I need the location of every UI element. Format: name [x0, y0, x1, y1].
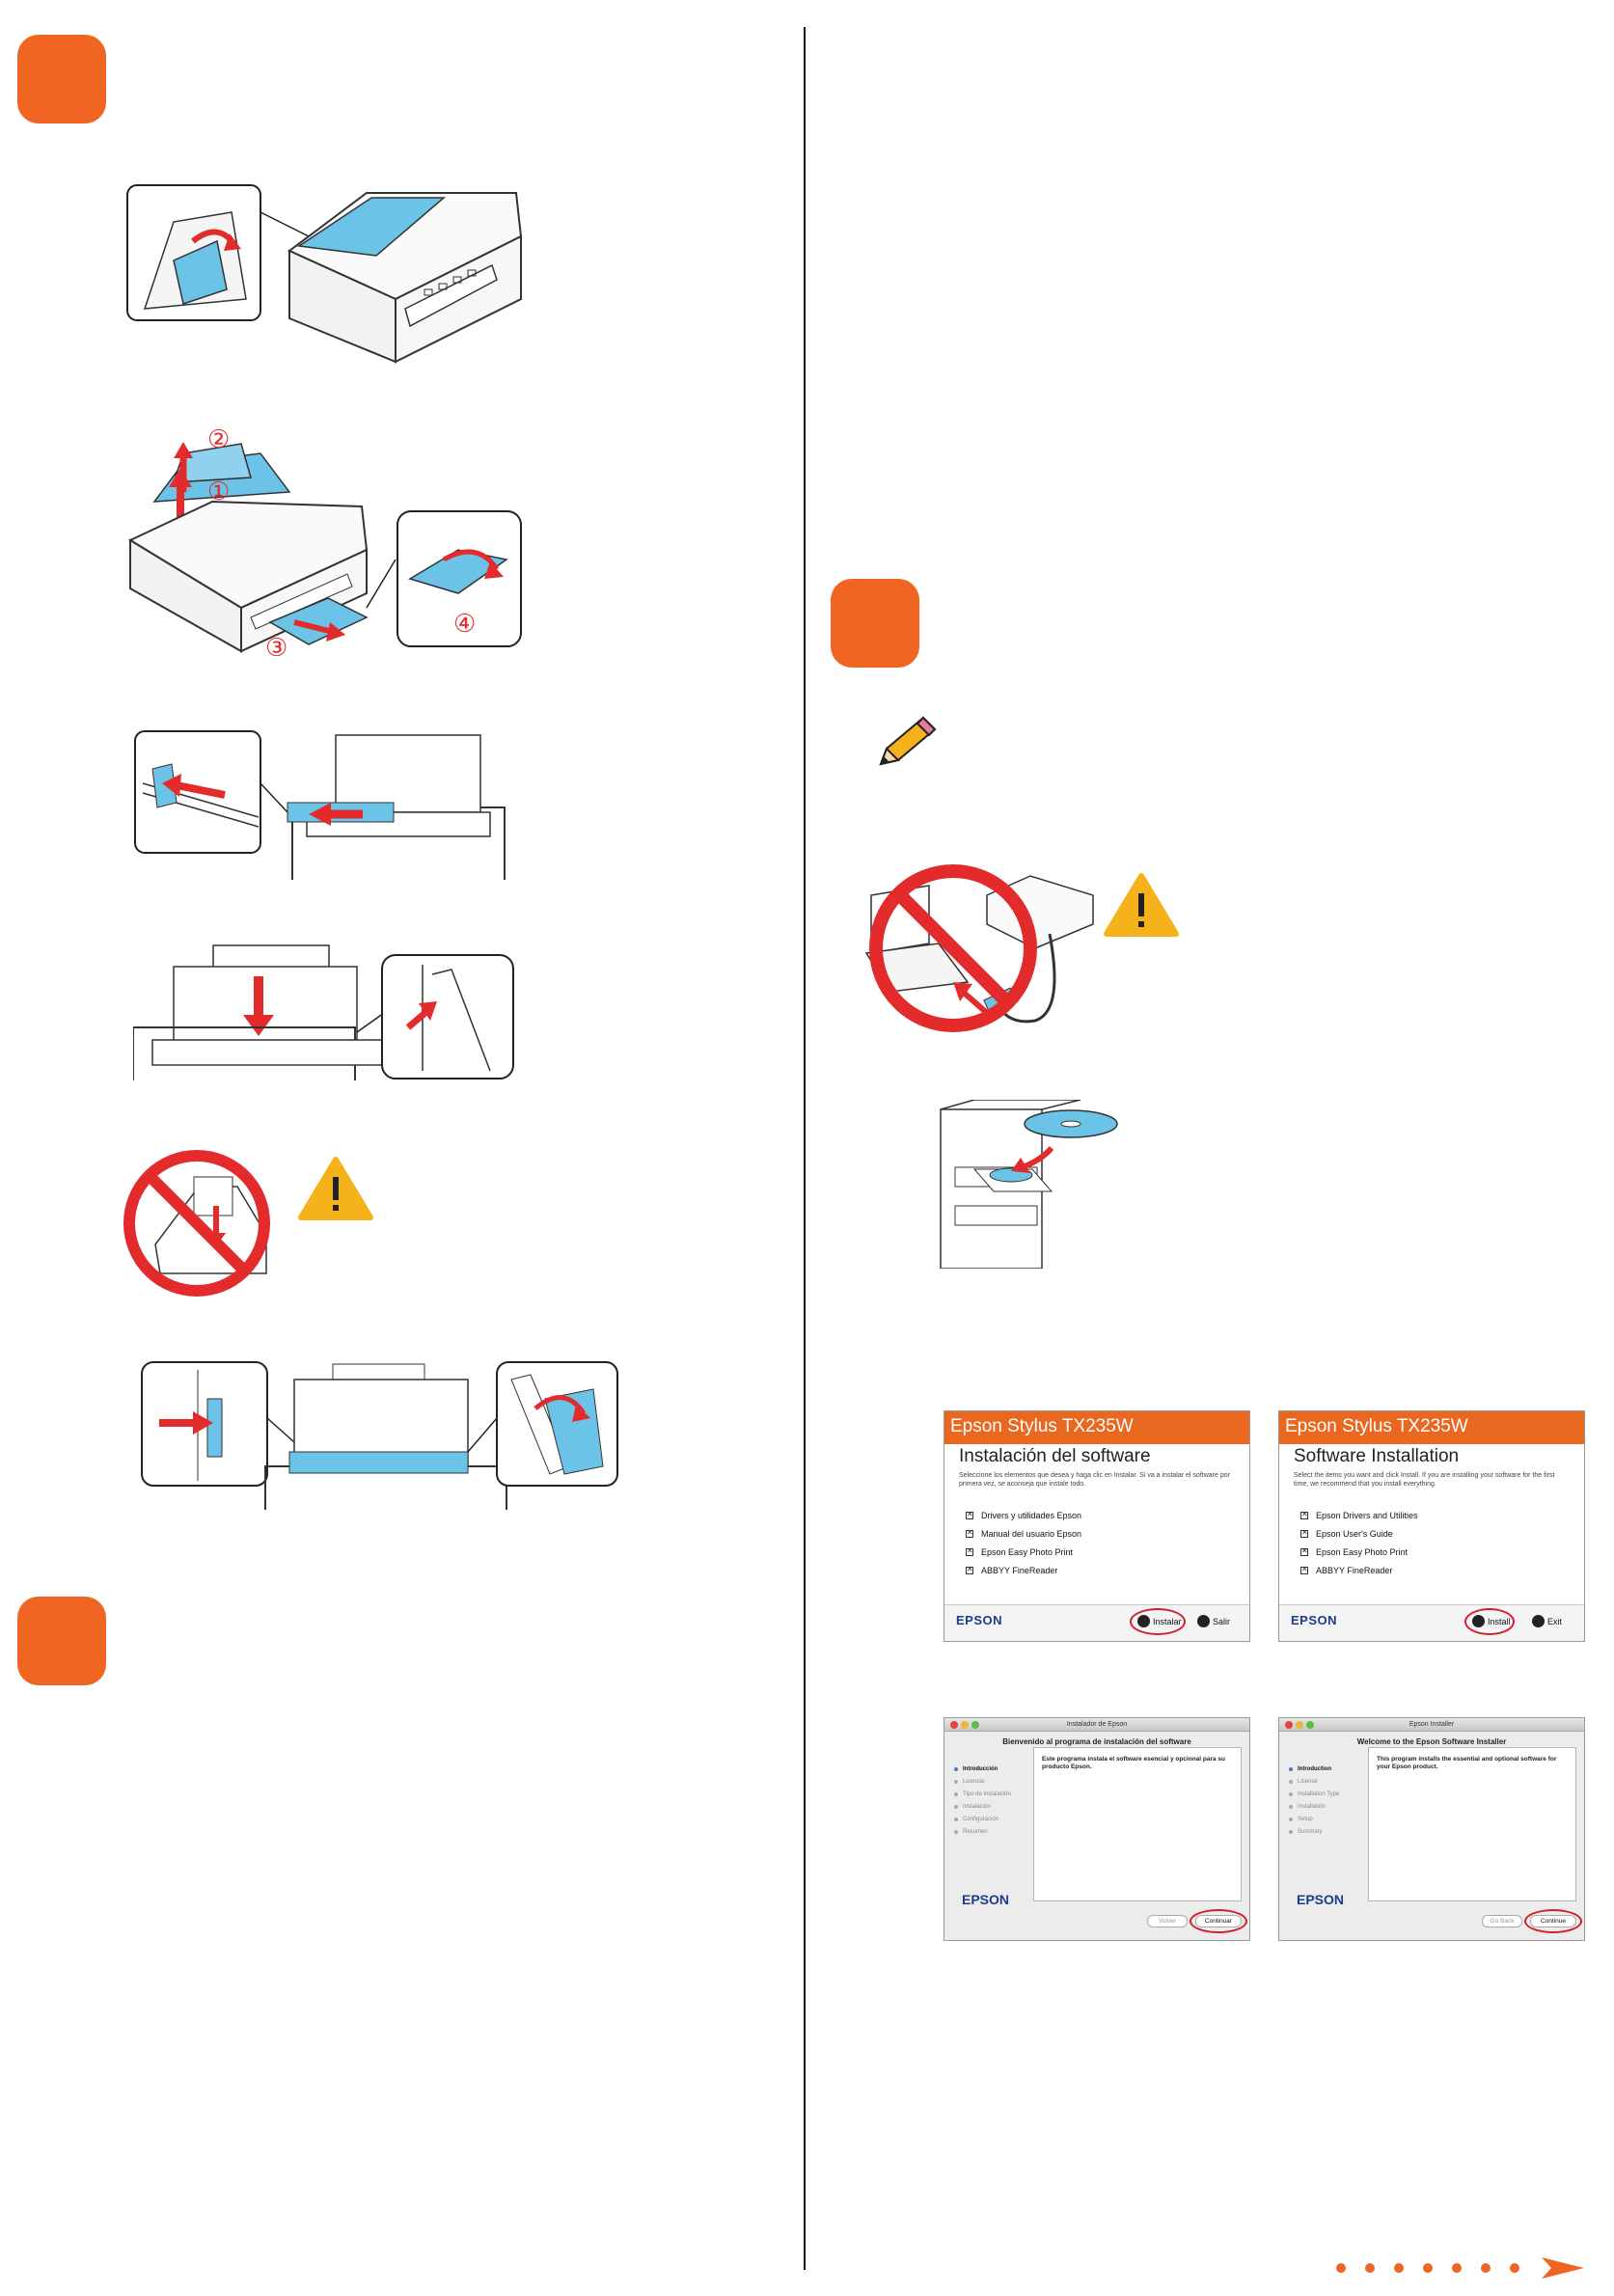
- exit-button[interactable]: Salir: [1197, 1615, 1230, 1627]
- highlight-ring: [1130, 1608, 1186, 1635]
- highlight-ring: [1524, 1909, 1582, 1933]
- option-item[interactable]: Epson Easy Photo Print: [1300, 1543, 1584, 1561]
- epson-logo: EPSON: [1297, 1892, 1345, 1907]
- checkbox-icon[interactable]: [1300, 1565, 1308, 1574]
- screen-title: Software Installation: [1294, 1446, 1460, 1466]
- installer-steps: Introducción Licencia Tipo de instalació…: [954, 1763, 1031, 1838]
- exit-icon: [1197, 1615, 1210, 1627]
- window-title: Epson Stylus TX235W: [1279, 1411, 1584, 1444]
- checkbox-icon[interactable]: [1300, 1546, 1308, 1556]
- installer-body: Este programa instala el software esenci…: [1033, 1747, 1242, 1901]
- highlight-ring: [1464, 1608, 1515, 1635]
- step-item: Installation Type: [1289, 1788, 1366, 1800]
- epson-logo: EPSON: [962, 1892, 1010, 1907]
- highlight-ring: [1190, 1909, 1247, 1933]
- step-item: Setup: [1289, 1813, 1366, 1825]
- close-icon[interactable]: [1285, 1721, 1293, 1729]
- installer-steps: Introduction License Installation Type I…: [1289, 1763, 1366, 1838]
- window-title: Instalador de Epson: [1066, 1721, 1128, 1728]
- epson-logo: EPSON: [956, 1613, 1003, 1627]
- printer-open-cover-illustration: [126, 184, 523, 364]
- continue-arrow-icon: [1336, 2257, 1584, 2279]
- marker-3: ③: [265, 633, 287, 656]
- screen-spanish-installation: Epson Stylus TX235W Instalación del soft…: [944, 1410, 1250, 1642]
- screen-title: Instalación del software: [959, 1446, 1151, 1466]
- screen-description: Select the items you want and click Inst…: [1294, 1472, 1555, 1488]
- step-badge-1: [17, 35, 106, 123]
- step-badge-2: [831, 579, 919, 668]
- pencil-note-icon: [879, 716, 937, 766]
- paper-support-illustration: ② ① ③ ④: [127, 424, 522, 656]
- zoom-icon[interactable]: [1306, 1721, 1314, 1729]
- checkbox-icon[interactable]: [1300, 1510, 1308, 1519]
- step-item: Resumen: [954, 1825, 1031, 1838]
- screen-mac-english-installer: Epson Installer Welcome to the Epson Sof…: [1278, 1717, 1585, 1941]
- checkbox-icon[interactable]: [1300, 1528, 1308, 1538]
- step-item: License: [1289, 1775, 1366, 1788]
- column-divider: [804, 27, 806, 2270]
- edge-guide-illustration: [134, 730, 517, 880]
- step-item: Summary: [1289, 1825, 1366, 1838]
- option-item[interactable]: Epson Drivers and Utilities: [1300, 1506, 1584, 1524]
- load-paper-illustration: [133, 944, 514, 1080]
- option-item[interactable]: Epson User's Guide: [1300, 1524, 1584, 1543]
- checkbox-icon[interactable]: [966, 1546, 973, 1556]
- option-item[interactable]: ABBYY FineReader: [966, 1561, 1249, 1579]
- screen-mac-spanish-installer: Instalador de Epson Bienvenido al progra…: [944, 1717, 1250, 1941]
- marker-4: ④: [453, 609, 476, 638]
- minimize-icon[interactable]: [1296, 1721, 1303, 1729]
- option-item[interactable]: Drivers y utilidades Epson: [966, 1506, 1249, 1524]
- step-badge-3: [17, 1597, 106, 1685]
- checkbox-icon[interactable]: [966, 1565, 973, 1574]
- installer-body: This program installs the essential and …: [1368, 1747, 1576, 1901]
- step-item: Licencia: [954, 1775, 1031, 1788]
- minimize-icon[interactable]: [961, 1721, 969, 1729]
- step-item: Introducción: [954, 1763, 1031, 1775]
- zoom-icon[interactable]: [971, 1721, 979, 1729]
- screen-description: Seleccione los elementos que desea y hag…: [959, 1472, 1230, 1488]
- marker-1: ①: [207, 477, 230, 506]
- checkbox-icon[interactable]: [966, 1510, 973, 1519]
- close-icon[interactable]: [950, 1721, 958, 1729]
- step-item: Installation: [1289, 1800, 1366, 1813]
- adjust-edge-guide-illustration: [141, 1361, 618, 1510]
- step-item: Tipo de instalación: [954, 1788, 1031, 1800]
- marker-2: ②: [207, 424, 230, 453]
- insert-cd-illustration: [940, 1100, 1118, 1269]
- window-title: Epson Installer: [1409, 1721, 1455, 1728]
- option-item[interactable]: Manual del usuario Epson: [966, 1524, 1249, 1543]
- screen-english-installation: Epson Stylus TX235W Software Installatio…: [1278, 1410, 1585, 1642]
- option-item[interactable]: ABBYY FineReader: [1300, 1561, 1584, 1579]
- screen-footer: EPSON Install Exit: [1279, 1604, 1584, 1641]
- exit-button[interactable]: Exit: [1532, 1615, 1562, 1627]
- back-button[interactable]: Go Back: [1482, 1915, 1522, 1927]
- step-item: Introduction: [1289, 1763, 1366, 1775]
- option-item[interactable]: Epson Easy Photo Print: [966, 1543, 1249, 1561]
- step-item: Configuración: [954, 1813, 1031, 1825]
- do-not-connect-usb-illustration: [864, 864, 1179, 1032]
- back-button[interactable]: Volver: [1147, 1915, 1188, 1927]
- checkbox-icon[interactable]: [966, 1528, 973, 1538]
- screen-footer: EPSON Instalar Salir: [944, 1604, 1249, 1641]
- do-not-load-illustration: [123, 1150, 373, 1297]
- installer-heading: Bienvenido al programa de instalación de…: [1002, 1737, 1191, 1746]
- exit-icon: [1532, 1615, 1545, 1627]
- window-titlebar: Instalador de Epson: [944, 1718, 1249, 1732]
- step-item: Instalación: [954, 1800, 1031, 1813]
- installer-heading: Welcome to the Epson Software Installer: [1356, 1737, 1507, 1746]
- window-title: Epson Stylus TX235W: [944, 1411, 1249, 1444]
- epson-logo: EPSON: [1291, 1613, 1338, 1627]
- window-titlebar: Epson Installer: [1279, 1718, 1584, 1732]
